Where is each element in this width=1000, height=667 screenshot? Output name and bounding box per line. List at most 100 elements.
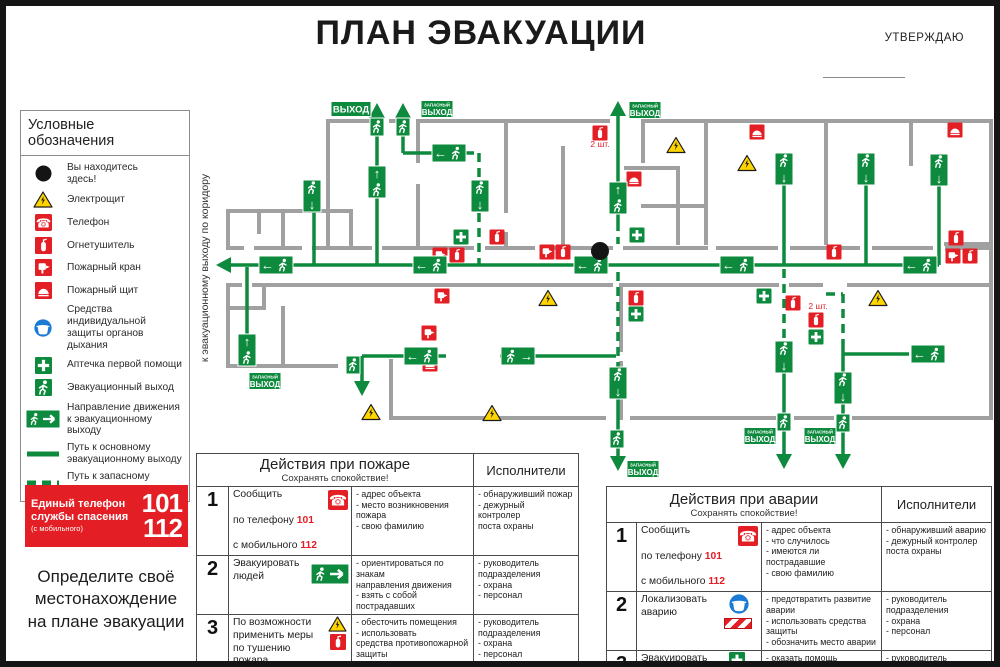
respiratory-protection-icon (26, 318, 60, 337)
you-are-here-dot (591, 242, 609, 260)
exit-direction-sign: ↓ (774, 152, 794, 186)
svg-text:↓: ↓ (840, 389, 847, 404)
exit-sign (835, 413, 851, 433)
legend-item: Направление движения к эвакуационному вы… (26, 402, 184, 437)
fire-extinguisher-icon (489, 229, 505, 245)
electro-panel-icon (361, 403, 381, 421)
svg-text:←: ← (434, 146, 447, 161)
svg-text:ВЫХОД: ВЫХОД (250, 380, 281, 389)
fire-extinguisher-icon (330, 633, 346, 650)
first-aid-icon (756, 288, 772, 304)
svg-text:→: → (520, 349, 533, 364)
svg-text:ВЫХОД: ВЫХОД (333, 105, 370, 116)
direction-arrow (610, 456, 626, 471)
fire-shield-icon (749, 124, 765, 140)
legend-item: Путь к основному эвакуационному выходу (26, 442, 184, 465)
legend-items: Вы находитесь здесь! Электрощит Телефон … (21, 155, 189, 501)
exit-sign (609, 429, 625, 449)
exit-direction-sign: ← (258, 255, 294, 275)
svg-text:←: ← (913, 347, 926, 362)
svg-text:ВЫХОД: ВЫХОД (422, 108, 453, 117)
svg-text:←: ← (415, 258, 428, 273)
main-path-icon (26, 450, 60, 458)
svg-text:←: ← (261, 258, 274, 273)
svg-text:↑: ↑ (244, 334, 251, 349)
svg-text:↓: ↓ (863, 170, 870, 185)
fire-extinguisher-icon (785, 295, 801, 311)
signature-line (823, 77, 905, 78)
exit-direction-sign: ↓ (470, 179, 490, 213)
fire-crane-icon (26, 259, 60, 277)
svg-text:←: ← (576, 258, 589, 273)
exit-direction-sign: ← (403, 346, 439, 366)
table-row: 2 Эвакуировать людей - ориентироваться п… (196, 555, 580, 615)
locate-yourself-note: Определите своё местонахождение на плане… (27, 567, 185, 631)
fire-crane-icon (421, 325, 437, 341)
exit-direction-sign: ↓ (856, 152, 876, 186)
electro-panel-icon (26, 191, 60, 209)
direction-arrow (610, 101, 626, 116)
fire-extinguisher-icon (962, 248, 978, 264)
direction-icon (311, 564, 349, 584)
fire-shield-icon (947, 122, 963, 138)
svg-text:←: ← (722, 258, 735, 273)
svg-text:ВЫХОД: ВЫХОД (805, 435, 836, 444)
fire-crane-icon (539, 244, 555, 260)
svg-text:↓: ↓ (936, 171, 943, 186)
electro-panel-icon (666, 136, 686, 154)
direction-arrow (369, 103, 385, 118)
fire-crane-icon (434, 288, 450, 304)
electro-panel-icon (482, 404, 502, 422)
fire-extinguisher-icon (555, 244, 571, 260)
svg-text:↓: ↓ (477, 197, 484, 212)
accident-table-header: Действия при аварии Сохранять спокойстви… (605, 486, 883, 523)
spare-path-icon (26, 479, 60, 487)
table-row: 3 Эвакуировать людей - оказать помощь по… (606, 649, 993, 661)
exit-sign (395, 117, 411, 137)
phone-icon (26, 214, 60, 232)
legend-panel: Условные обозначения Вы находитесь здесь… (20, 110, 190, 502)
accident-actions-table: Действия при аварии Сохранять спокойстви… (605, 486, 993, 661)
svg-text:ЗАПАСНЫЙ: ЗАПАСНЫЙ (807, 430, 833, 435)
svg-text:ЗАПАСНЫЙ: ЗАПАСНЫЙ (252, 375, 278, 380)
svg-text:ВЫХОД: ВЫХОД (628, 468, 659, 477)
direction-arrow (776, 454, 792, 469)
exit-direction-sign: ↑ (237, 333, 257, 367)
fire-extinguisher-icon (826, 244, 842, 260)
fire-actions-table: Действия при пожаре Сохранять спокойстви… (195, 453, 580, 661)
approve-label: УТВЕРЖДАЮ (884, 32, 964, 44)
direction-arrow (216, 257, 231, 273)
exit-direction-sign: ← (719, 255, 755, 275)
svg-text:ВЫХОД: ВЫХОД (630, 109, 661, 118)
first-aid-icon (26, 356, 60, 374)
emergency-phone-numbers: 101 112 (141, 488, 183, 543)
first-aid-icon (453, 229, 469, 245)
barrier-tape-icon (724, 618, 752, 630)
svg-text:↓: ↓ (615, 384, 622, 399)
svg-text:←: ← (905, 258, 918, 273)
executors-header: Исполнители (881, 486, 993, 523)
fire-extinguisher-icon (628, 290, 644, 306)
respiratory-protection-icon (729, 594, 749, 615)
first-aid-icon (628, 306, 644, 322)
fire-extinguisher-icon (26, 236, 60, 254)
page-title: ПЛАН ЭВАКУАЦИИ (315, 14, 647, 52)
fire-shield-icon (26, 281, 60, 299)
exit-direction-sign: ↓ (608, 366, 628, 400)
legend-item: Электрощит (26, 191, 184, 209)
table-row: 3 По возможности применить меры по тушен… (196, 613, 580, 661)
direction-icon (26, 410, 60, 428)
evacuation-exit-icon (26, 379, 60, 396)
exit-direction-sign: ↓ (774, 340, 794, 374)
quantity-label: 2 шт. (808, 301, 827, 311)
exit-direction-sign: ↓ (929, 153, 949, 187)
exit-direction-sign: ↑ (367, 165, 387, 199)
quantity-label: 2 шт. (590, 139, 609, 149)
